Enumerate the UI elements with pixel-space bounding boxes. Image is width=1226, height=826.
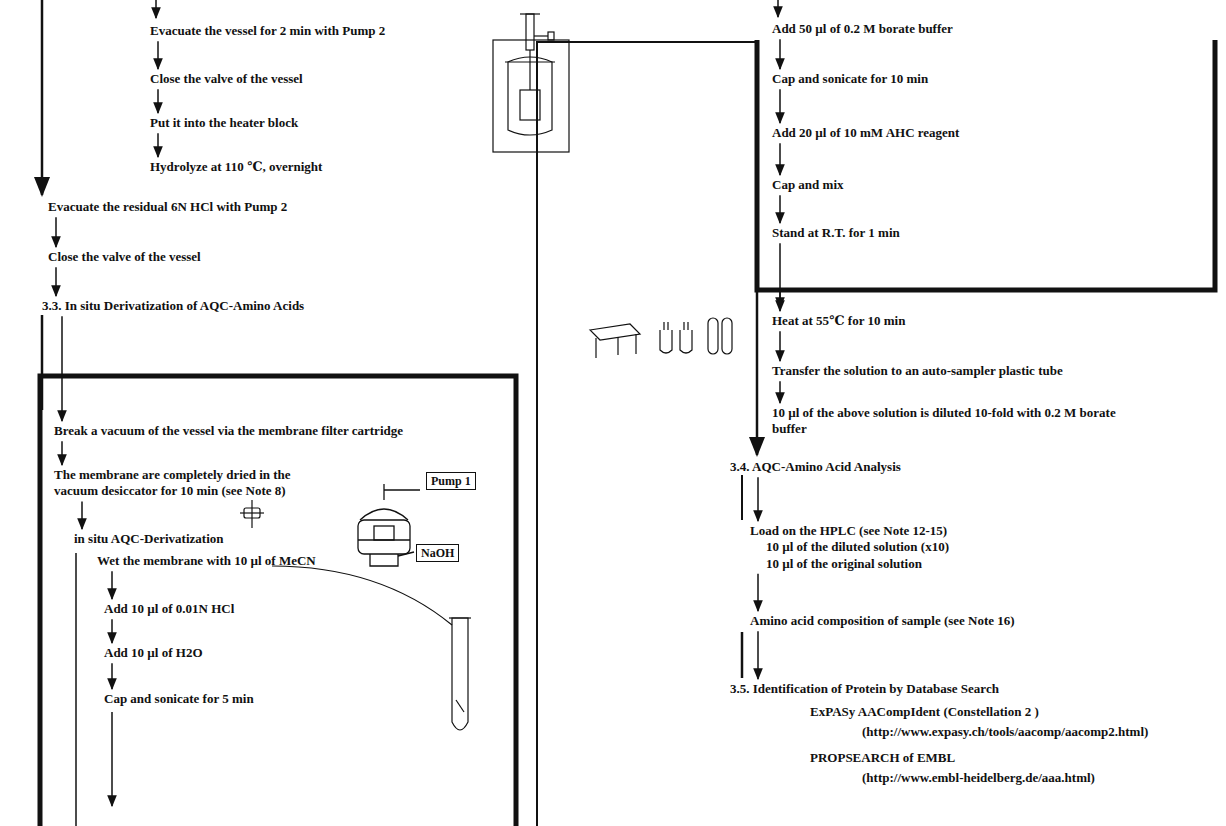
flow-arrow [779, 331, 781, 361]
process-step: Wet the membrane with 10 µl of MeCN [95, 552, 318, 570]
flow-line [756, 290, 759, 455]
step-text: Cap and mix [772, 177, 844, 193]
step-text: 3.4. AQC-Amino Acid Analysis [730, 459, 901, 475]
flow-arrow [111, 663, 113, 689]
process-step: Break a vacuum of the vessel via the mem… [52, 422, 405, 440]
process-step: Cap and sonicate for 10 min [770, 70, 930, 88]
flow-line [741, 475, 743, 520]
equipment-label: NaOH [416, 544, 459, 562]
step-text: Add 10 µl of H2O [104, 645, 203, 661]
step-text: Heat at 55℃ for 10 min [772, 313, 905, 329]
database-label: ExPASy AACompIdent (Constellation 2 ) [808, 704, 1041, 720]
step-line [75, 553, 77, 826]
step-text: Hydrolyze at 110 ℃, overnight [150, 159, 322, 175]
process-step: Cap and sonicate for 5 min [102, 690, 256, 708]
process-step: Evacuate the vessel for 2 min with Pump … [148, 22, 387, 40]
step-text: in situ AQC-Derivatization [74, 531, 224, 547]
flow-arrow [779, 381, 781, 403]
process-step: Heat at 55℃ for 10 min [770, 312, 907, 330]
step-text: Stand at R.T. for 1 min [772, 225, 900, 241]
flow-arrow [779, 89, 781, 123]
flow-arrow [779, 39, 781, 69]
section-heading: 3.3. In situ Derivatization of AQC-Amino… [40, 297, 306, 315]
flow-arrow [111, 619, 113, 643]
process-step: Close the valve of the vessel [148, 70, 305, 88]
step-text: Close the valve of the vessel [150, 71, 303, 87]
flow-line [41, 0, 44, 195]
flow-arrow [757, 477, 759, 521]
procedure-frame [757, 40, 1215, 290]
lab-icons [590, 318, 732, 358]
step-text: Break a vacuum of the vessel via the mem… [54, 423, 403, 439]
filter-cartridge-icon [240, 500, 264, 528]
process-step: Cap and mix [770, 176, 846, 194]
process-step: Stand at R.T. for 1 min [770, 224, 902, 242]
flow-arrow [157, 133, 159, 157]
leader-line [272, 566, 452, 625]
step-text: Add 20 µl of 10 mM AHC reagent [772, 125, 959, 141]
step-text: 10 µl of the above solution is diluted 1… [772, 405, 1117, 438]
flow-arrow [757, 631, 759, 679]
step-text: Add 50 µl of 0.2 M borate buffer [772, 21, 953, 37]
flow-arrow [111, 712, 113, 806]
flow-arrow [757, 574, 759, 611]
step-text: The membrane are completely dried in the… [54, 467, 314, 500]
route-line [537, 42, 757, 826]
process-step: Hydrolyze at 110 ℃, overnight [148, 158, 324, 176]
process-step: Add 20 µl of 10 mM AHC reagent [770, 124, 961, 142]
process-step: Amino acid composition of sample (see No… [748, 612, 1017, 630]
step-text: Evacuate the vessel for 2 min with Pump … [150, 23, 385, 39]
flow-arrow [61, 441, 63, 465]
step-text: Evacuate the residual 6N HCl with Pump 2 [48, 199, 287, 215]
process-step: Transfer the solution to an auto-sampler… [770, 362, 1065, 380]
desiccator-icon [358, 484, 420, 566]
step-text: Close the valve of the vessel [48, 249, 201, 265]
step-text: 3.5. Identification of Protein by Databa… [730, 681, 999, 697]
step-text: 3.3. In situ Derivatization of AQC-Amino… [42, 298, 304, 314]
flow-arrow [777, 0, 779, 17]
step-text: Cap and sonicate for 5 min [104, 691, 254, 707]
flow-arrow [111, 571, 113, 599]
step-text: Cap and sonicate for 10 min [772, 71, 928, 87]
flow-line [741, 632, 744, 678]
flow-arrow [779, 195, 781, 223]
process-step: Put it into the heater block [148, 114, 300, 132]
process-step: Add 10 µl of H2O [102, 644, 205, 662]
vessel-illustration [493, 14, 569, 152]
process-step: The membrane are completely dried in the… [52, 466, 316, 501]
step-detail: 10 µl of the diluted solution (x10) [750, 539, 949, 555]
flow-arrow [81, 502, 83, 530]
process-step: Evacuate the residual 6N HCl with Pump 2 [46, 198, 289, 216]
flow-arrow [155, 0, 157, 18]
step-text: Transfer the solution to an auto-sampler… [772, 363, 1063, 379]
equipment-label: Pump 1 [426, 472, 476, 490]
process-step: Close the valve of the vessel [46, 248, 203, 266]
database-label: PROPSEARCH of EMBL [808, 750, 957, 766]
flow-arrow [157, 89, 159, 113]
flow-arrow [779, 143, 781, 175]
process-step: in situ AQC-Derivatization [72, 530, 226, 548]
tube-icon [449, 618, 471, 730]
process-step: Add 10 µl of 0.01N HCl [102, 600, 236, 618]
flow-arrow [779, 243, 781, 311]
step-text: Wet the membrane with 10 µl of MeCN [97, 553, 316, 569]
database-label: (http://www.embl-heidelberg.de/aaa.html) [860, 770, 1097, 786]
process-step: Load on the HPLC (see Note 12-15)10 µl o… [748, 522, 951, 573]
step-text: Put it into the heater block [150, 115, 298, 131]
process-step: 10 µl of the above solution is diluted 1… [770, 404, 1119, 439]
process-step: Add 50 µl of 0.2 M borate buffer [770, 20, 955, 38]
procedure-frame [40, 376, 516, 826]
step-text: Load on the HPLC (see Note 12-15) [750, 523, 949, 539]
step-text: Amino acid composition of sample (see No… [750, 613, 1015, 629]
step-text: Add 10 µl of 0.01N HCl [104, 601, 234, 617]
flow-arrow [157, 41, 159, 69]
flow-arrow [61, 316, 63, 421]
database-label: (http://www.expasy.ch/tools/aacomp/aacom… [860, 724, 1150, 740]
step-detail: 10 µl of the original solution [750, 556, 949, 572]
section-heading: 3.5. Identification of Protein by Databa… [728, 680, 1001, 698]
flow-arrow [55, 217, 57, 247]
section-heading: 3.4. AQC-Amino Acid Analysis [728, 458, 903, 476]
flow-arrow [55, 267, 57, 296]
